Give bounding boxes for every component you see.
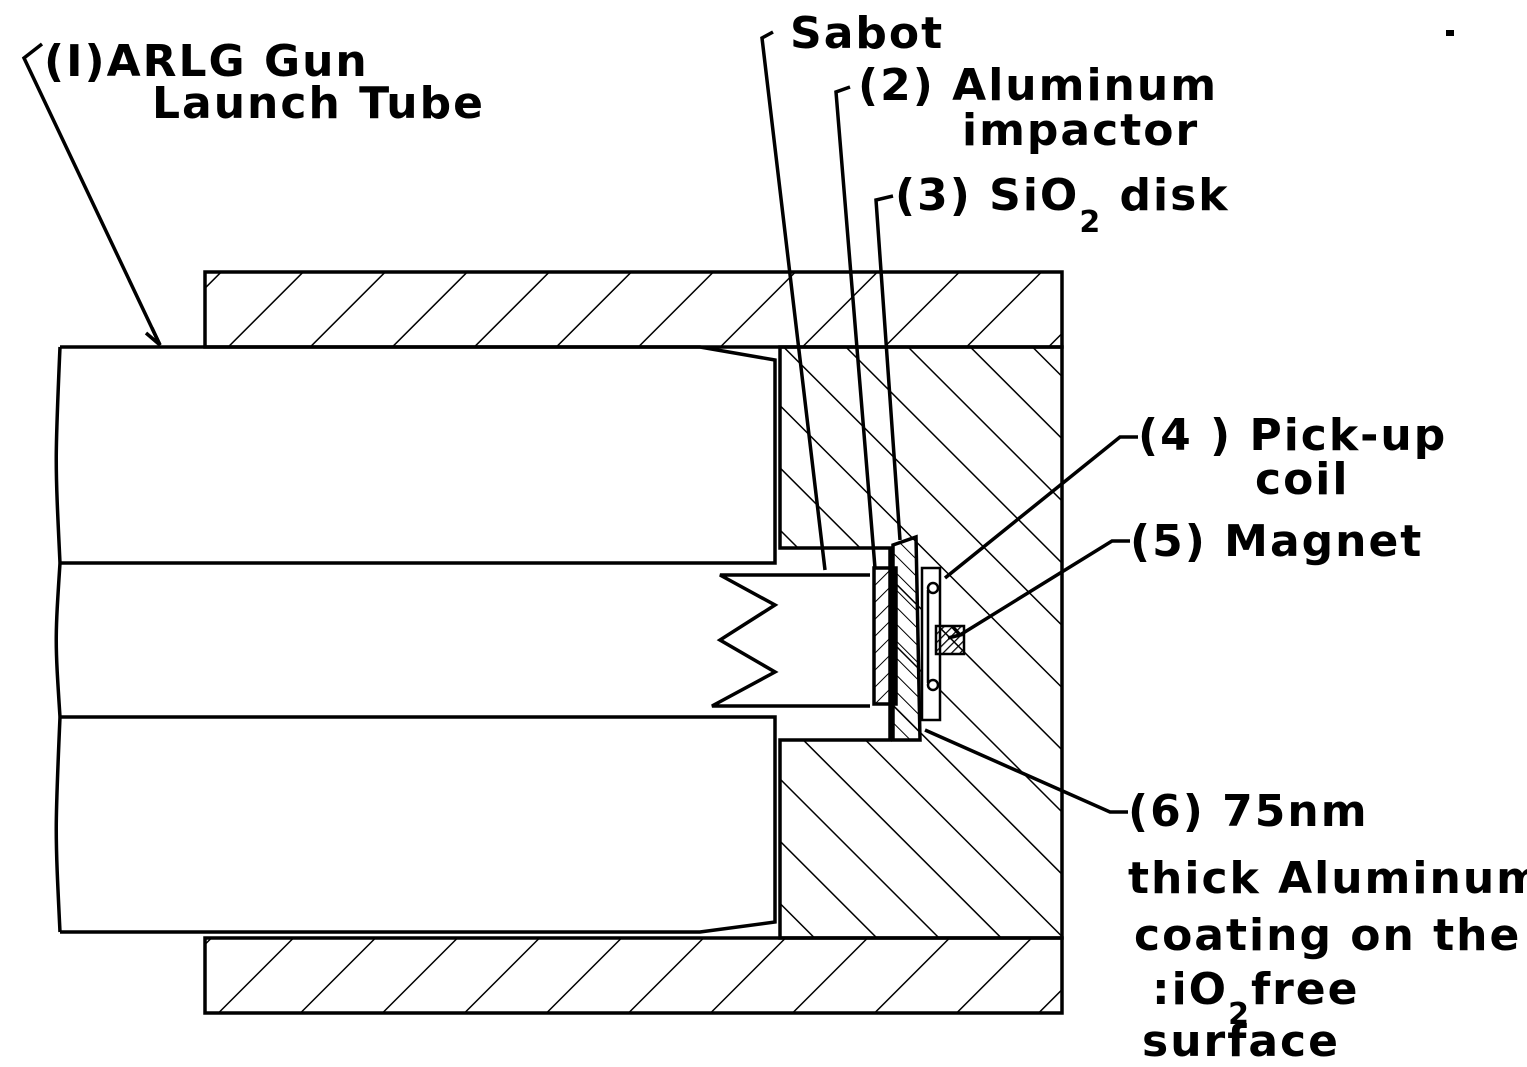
label-coating-line4: :iO2free [1152, 964, 1360, 1032]
target-holder [778, 345, 1064, 940]
label-impactor-line2: impactor [962, 105, 1199, 156]
pick-up-coil [926, 581, 940, 692]
label-coating-line3: coating on the [1134, 910, 1521, 961]
leader-lines [21, 30, 1138, 814]
label-coating-line2: thick Aluminum [1128, 853, 1527, 904]
label-sio2-suffix: disk [1102, 170, 1229, 221]
label-magnet: (5) Magnet [1130, 516, 1423, 567]
label-coil-line2: coil [1255, 454, 1349, 505]
label-coating-subscript: 2 [1228, 997, 1251, 1032]
label-sio2-prefix: (3) SiO [895, 170, 1079, 221]
stray-mark [1446, 30, 1454, 36]
label-launch-tube-line2: Launch Tube [152, 78, 485, 129]
label-sio2-subscript: 2 [1079, 205, 1102, 240]
label-coating-prefix: :iO [1152, 964, 1228, 1015]
sabot [711, 573, 870, 708]
label-impactor-line1: (2) Aluminum [858, 60, 1218, 111]
top-tube-wall [203, 270, 1064, 349]
sio2-disk [891, 534, 922, 742]
label-sio2-disk: (3) SiO2 disk [895, 170, 1230, 240]
bottom-tube-wall [203, 936, 1064, 1015]
label-coating-suffix: free [1251, 964, 1360, 1015]
label-coil-line1: (4 ) Pick-up [1138, 410, 1447, 461]
magnet [934, 624, 966, 656]
label-sabot: Sabot [790, 8, 944, 59]
launch-tube-bore [54, 345, 777, 934]
label-launch-tube-line1: (I)ARLG Gun [44, 36, 369, 87]
label-coating-line1: (6) 75nm [1128, 786, 1369, 837]
label-coating-line5: surface [1142, 1016, 1340, 1067]
